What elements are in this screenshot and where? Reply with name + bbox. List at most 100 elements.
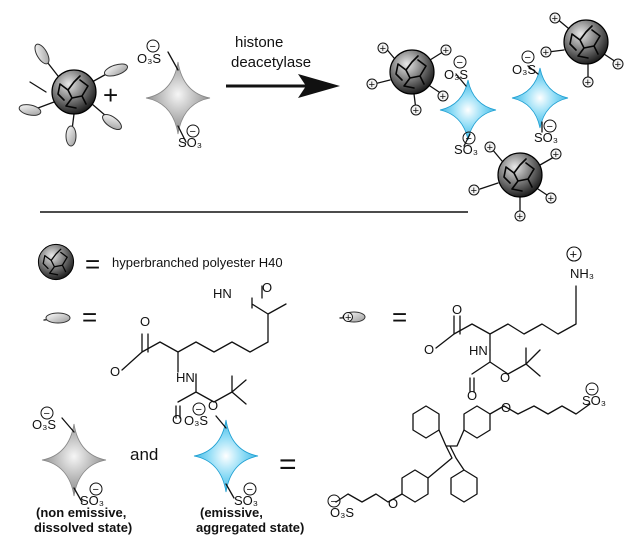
h40-label: hyperbranched polyester H40 [112,255,283,270]
equals-sign-tpe: = [279,448,297,481]
atom-hn: HN [469,343,488,358]
positive-charge-sign: + [543,47,549,59]
tpe-blue-aggregate-2 [511,65,569,133]
and-text: and [130,445,158,464]
tpe-blue-aggregate-1 [439,73,497,147]
atom-o: O [208,398,218,413]
negative-charge [521,50,535,64]
negative-charge-sign: − [93,484,99,496]
o3s-label: O₃S [32,417,56,432]
atom-hn: HN [213,286,232,301]
positive-charge-sign: + [615,59,621,71]
negative-charge-sign: − [196,404,202,416]
negative-charge [192,402,206,416]
positive-charge-sign: + [548,193,554,205]
cationic-lysine-arm-icon: + [339,311,366,324]
so3-label: SO₃ [178,135,202,150]
o3s-label: O₃S [137,51,161,66]
negative-charge-sign: − [247,484,253,496]
negative-charge [327,494,341,508]
enzyme-label-line1: histone [235,34,283,51]
plus-sign: + [103,80,118,110]
negative-charge [146,39,160,53]
emissive-caption-line1: (emissive, [200,505,263,520]
atom-o: O [172,412,182,427]
o3s-label: O₃S [184,413,208,428]
tpe-disulfonate-structure [335,403,591,503]
equals-sign-h40: = [85,249,100,279]
equals-sign-acetyl: = [82,302,97,332]
emissive-caption-line2: aggregated state) [196,520,304,535]
positive-charge-sign: + [487,142,493,154]
o3s-label: O₃S [512,62,536,77]
atom-o: O [501,400,511,415]
acetyl-lysine-structure [121,285,287,419]
so3-label: SO₃ [582,393,606,408]
atom-o: O [452,302,462,317]
positive-charge-sign: + [585,77,591,89]
negative-charge-sign: − [44,408,50,420]
h40-cationic-sphere-2 [547,17,617,81]
negative-charge-sign: − [589,384,595,396]
positive-charge-sign: + [345,312,351,324]
atom-hn: HN [176,370,195,385]
so3-label: SO₃ [80,493,104,508]
negative-charge-sign: − [150,41,156,53]
h40-cationic-sphere-3 [479,148,555,214]
h40-cationic-sphere-1 [373,45,447,111]
arm [29,81,47,93]
positive-charge-sign: + [517,211,523,223]
negative-charge [186,124,200,138]
positive-charge-sign: + [440,91,446,103]
non-emissive-caption-line2: dissolved state) [34,520,132,535]
negative-charge-sign: − [331,496,337,508]
negative-charge [585,382,599,396]
negative-charge-sign: − [525,52,531,64]
negative-charge-sign: − [466,133,472,145]
negative-charge-sign: − [457,57,463,69]
phenyl-ring-top-right [463,405,491,439]
negative-charge [243,482,257,496]
atom-o: O [262,280,272,295]
atom-o: O [467,388,477,403]
positive-charge-sign: + [413,105,419,117]
positive-charge-sign: + [369,79,375,91]
positive-charge-sign: + [552,13,558,25]
atom-o: O [110,364,120,379]
atom-o: O [140,314,150,329]
negative-charge [453,55,467,69]
positive-charge-sign: + [570,247,578,262]
equals-sign-cationic: = [392,302,407,332]
so3-label: SO₃ [454,142,478,157]
tpe-gray-legend [41,417,107,503]
cationic-lysine-structure [435,285,577,393]
positive-charge-sign: + [471,185,477,197]
tpe-gray-top [145,51,211,143]
negative-charge [543,119,557,133]
o3s-label: O₃S [444,67,468,82]
reaction-arrow [226,74,340,98]
non-emissive-caption-line1: (non emissive, [36,505,126,520]
acetyl-lysine-arm-icon [43,312,71,324]
atom-nh3: NH₃ [570,266,594,281]
legend-h40-sphere [37,243,75,281]
h40-neutral-sphere [18,43,129,147]
negative-charge-sign: − [547,121,553,133]
phenyl-ring-top-left [412,405,440,439]
positive-charge-sign: + [553,149,559,161]
negative-charge [40,406,54,420]
so3-label: SO₃ [234,493,258,508]
positive-charge-sign: + [380,43,386,55]
positive-charge-markers: + + + + + + + + + + + + + + [366,12,624,223]
enzyme-label-line2: deacetylase [231,54,311,71]
positive-charge-sign: + [443,45,449,57]
negative-charge-sign: − [190,126,196,138]
negative-charge [462,131,476,145]
negative-charge [89,482,103,496]
atom-o: O [388,496,398,511]
atom-o: O [424,342,434,357]
phenyl-ring-bottom-left [401,469,429,503]
positive-charge [566,246,582,262]
so3-label: SO₃ [534,130,558,145]
